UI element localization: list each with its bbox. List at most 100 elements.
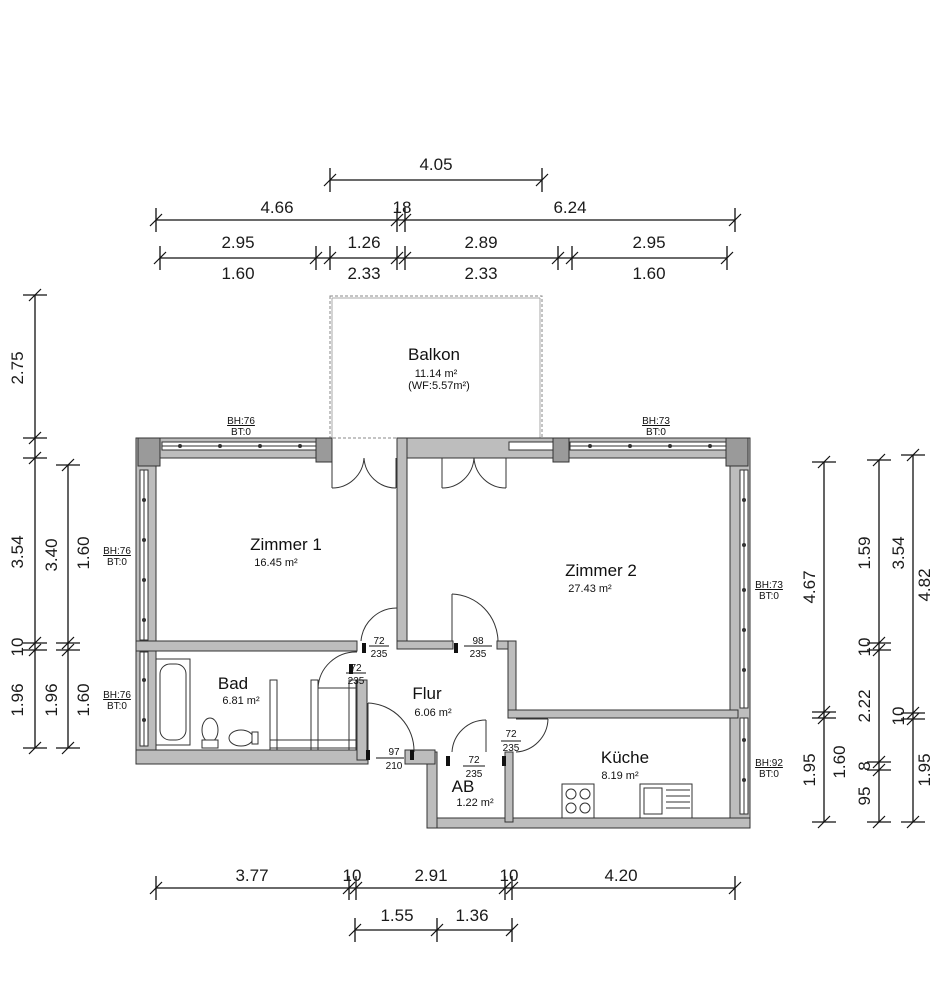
left-dimension-labels: 2.75 3.54 10 1.96 3.40 1.60 1.96 1.60 xyxy=(8,351,93,716)
room-labels: Balkon 11.14 m² (WF:5.57m²) Zimmer 1 16.… xyxy=(218,345,649,809)
door-d6-width: 72 xyxy=(505,729,517,740)
window-tag-bad-left-bh: BH:76 xyxy=(103,690,131,701)
door-d3-height: 235 xyxy=(348,676,365,687)
dim-bottom-g: 1.36 xyxy=(455,906,488,925)
sink xyxy=(639,783,693,819)
bathtub xyxy=(155,658,191,746)
dim-left-b: 3.54 xyxy=(8,535,27,568)
top-dimensions xyxy=(149,168,742,270)
shelves xyxy=(269,679,357,751)
window-tag-z2-right-bh: BH:73 xyxy=(755,580,783,591)
room-area-zimmer2: 27.43 m² xyxy=(568,583,612,595)
dim-top-r1b: 18 xyxy=(393,198,412,217)
dim-right-b: 1.95 xyxy=(800,753,819,786)
room-name-flur: Flur xyxy=(412,684,442,703)
window-tag-kueche-right-bh: BH:92 xyxy=(755,758,783,769)
dim-bottom-f: 1.55 xyxy=(380,906,413,925)
pillars xyxy=(137,437,749,467)
dim-left-c: 10 xyxy=(8,638,27,657)
dim-right-i: 3.54 xyxy=(889,536,908,569)
door-d5-width: 97 xyxy=(388,747,400,758)
door-tags xyxy=(346,645,521,767)
right-dimension-labels: 4.67 1.95 1.59 10 2.22 1.60 8 95 3.54 4.… xyxy=(800,536,934,805)
door-d6-height: 235 xyxy=(503,743,520,754)
balcony xyxy=(329,295,543,439)
dim-right-j: 4.82 xyxy=(915,568,934,601)
window-tag-z1-top-bt: BT:0 xyxy=(231,427,251,438)
dim-right-f: 1.60 xyxy=(830,745,849,778)
room-name-zimmer2: Zimmer 2 xyxy=(565,561,637,580)
door-d3-width: 72 xyxy=(350,663,362,674)
window-tag-kueche-right-bt: BT:0 xyxy=(759,769,779,780)
left-dimensions xyxy=(23,288,80,755)
dim-bottom-a: 3.77 xyxy=(235,866,268,885)
dim-top-r2b: 1.26 xyxy=(347,233,380,252)
dim-left-h: 1.60 xyxy=(74,683,93,716)
dim-bottom-b: 10 xyxy=(343,866,362,885)
window-tag-z1-top-bh: BH:76 xyxy=(227,416,255,427)
dim-bottom-e: 4.20 xyxy=(604,866,637,885)
dim-right-a: 4.67 xyxy=(800,570,819,603)
dim-right-l: 1.95 xyxy=(915,753,934,786)
room-area-bad: 6.81 m² xyxy=(222,695,260,707)
room-area-zimmer1: 16.45 m² xyxy=(254,557,298,569)
dim-bottom-d: 10 xyxy=(500,866,519,885)
room-area-balkon: 11.14 m² xyxy=(415,368,458,380)
room-name-balkon: Balkon xyxy=(408,345,460,364)
room-area-ab: 1.22 m² xyxy=(456,797,494,809)
right-dimensions xyxy=(812,448,925,829)
toilet xyxy=(201,717,259,749)
door-tag-markers xyxy=(349,643,506,766)
dim-left-a: 2.75 xyxy=(8,351,27,384)
dim-right-d: 10 xyxy=(855,638,874,657)
window-mullion-dots xyxy=(142,444,746,782)
dim-top-r3b: 2.33 xyxy=(347,264,380,283)
dim-right-c: 1.59 xyxy=(855,536,874,569)
window-tags: BH:76 BT:0 BH:73 BT:0 BH:76 BT:0 BH:73 B… xyxy=(103,416,783,780)
dim-top-r3c: 2.33 xyxy=(464,264,497,283)
door-d1-width: 72 xyxy=(373,636,385,647)
room-note-balkon: (WF:5.57m²) xyxy=(408,380,470,392)
stove xyxy=(561,783,595,819)
room-name-kueche: Küche xyxy=(601,748,649,767)
walls xyxy=(135,437,751,829)
door-d5-height: 210 xyxy=(386,761,403,772)
window-tag-z2-right-bt: BT:0 xyxy=(759,591,779,602)
dim-left-d: 1.96 xyxy=(8,683,27,716)
dim-left-g: 1.96 xyxy=(42,683,61,716)
dim-right-e: 2.22 xyxy=(855,689,874,722)
room-name-ab: AB xyxy=(452,777,475,796)
window-tag-z1-left-bh: BH:76 xyxy=(103,546,131,557)
dim-left-e: 3.40 xyxy=(42,538,61,571)
window-tag-z2-top-bh: BH:73 xyxy=(642,416,670,427)
dim-top-r2d: 2.95 xyxy=(632,233,665,252)
door-d1-height: 235 xyxy=(371,649,388,660)
dim-right-h: 95 xyxy=(855,787,874,806)
dim-top-r1c: 6.24 xyxy=(553,198,586,217)
room-name-zimmer1: Zimmer 1 xyxy=(250,535,322,554)
door-tag-labels: 72 235 98 235 72 235 97 210 72 235 72 23… xyxy=(348,636,520,780)
door-d4-width: 72 xyxy=(468,755,480,766)
door-d2-width: 98 xyxy=(472,636,484,647)
dim-top-r0: 4.05 xyxy=(419,155,452,174)
window-tag-z2-top-bt: BT:0 xyxy=(646,427,666,438)
dim-right-k: 10 xyxy=(889,707,908,726)
room-area-kueche: 8.19 m² xyxy=(601,770,639,782)
door-d2-height: 235 xyxy=(470,649,487,660)
dim-bottom-c: 2.91 xyxy=(414,866,447,885)
dim-top-r3a: 1.60 xyxy=(221,264,254,283)
dim-left-f: 1.60 xyxy=(74,536,93,569)
door-swings xyxy=(317,457,549,753)
dim-top-r1a: 4.66 xyxy=(260,198,293,217)
dim-top-r2c: 2.89 xyxy=(464,233,497,252)
dim-top-r2a: 2.95 xyxy=(221,233,254,252)
window-tag-bad-left-bt: BT:0 xyxy=(107,701,127,712)
bottom-dimensions xyxy=(149,876,742,942)
dim-top-r3d: 1.60 xyxy=(632,264,665,283)
room-name-bad: Bad xyxy=(218,674,248,693)
dim-right-g: 8 xyxy=(855,761,874,770)
room-area-flur: 6.06 m² xyxy=(414,707,452,719)
bottom-dimension-labels: 3.77 10 2.91 10 4.20 1.55 1.36 xyxy=(235,866,637,925)
top-dimension-labels: 4.05 4.66 18 6.24 2.95 1.26 2.89 2.95 1.… xyxy=(221,155,665,283)
